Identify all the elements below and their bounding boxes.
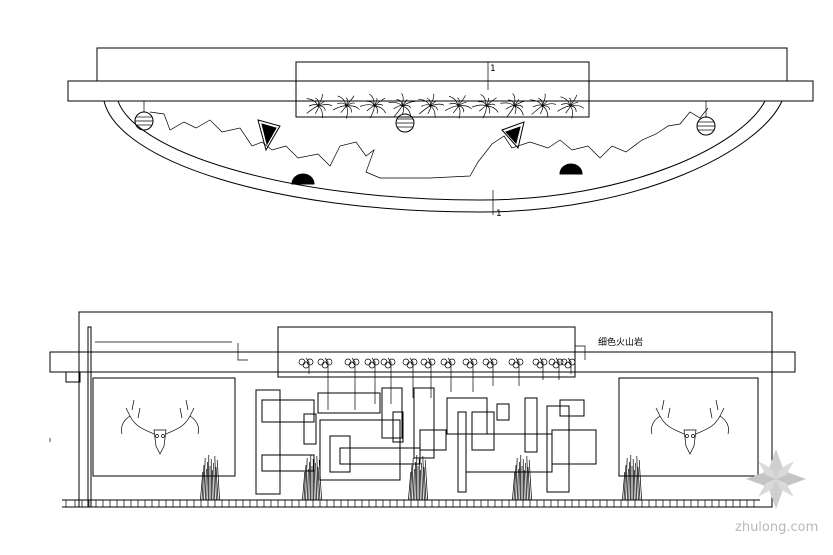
vine: [508, 357, 524, 386]
elevation-planter-box: [277, 326, 576, 378]
vine: [380, 357, 396, 404]
plan-plant-group: [306, 93, 585, 119]
plan-plant: [529, 93, 557, 118]
hanging-vines: [298, 357, 576, 410]
plan-plant: [471, 94, 499, 119]
elevation-view: 细色火山岩: [49, 311, 796, 508]
watermark: zhulong.com: [735, 449, 818, 535]
vine: [420, 357, 436, 398]
grass-tuft: [408, 454, 428, 501]
decorative-blocks: [255, 387, 597, 495]
plan-ledge: [67, 80, 814, 102]
watermark-text: zhulong.com: [735, 520, 818, 535]
elevation-step: [65, 371, 81, 383]
section-marker-bottom: 1: [496, 209, 502, 219]
material-label: 细色火山岩: [598, 336, 643, 348]
plan-plant: [500, 93, 527, 118]
ground-texture: [65, 500, 755, 507]
grass-tuft: [200, 454, 220, 501]
elevation-post: [87, 326, 92, 508]
plan-plant: [306, 93, 333, 119]
ground-light-right: [559, 163, 583, 175]
plan-plant: [332, 95, 360, 119]
spotlight-right: [501, 121, 525, 150]
pond-inner-curve: [117, 100, 766, 201]
watermark-logo-icon: [746, 449, 806, 509]
vine: [317, 357, 333, 410]
plan-planter-box: [295, 61, 590, 118]
grass-tuft: [622, 454, 642, 501]
plan-plant: [359, 93, 386, 119]
elevation-ledge: [49, 351, 796, 373]
vine: [548, 357, 564, 380]
vine: [560, 357, 576, 374]
ground-light-left: [291, 173, 315, 185]
panel-right: [618, 377, 759, 477]
plan-plant: [557, 94, 585, 119]
elevation-wall: [78, 311, 773, 508]
plan-plant: [388, 93, 416, 117]
plan-plant: [418, 93, 445, 118]
vine: [298, 357, 314, 374]
plan-plant: [444, 95, 472, 119]
panel-left: [92, 377, 236, 477]
vine: [344, 357, 360, 410]
grass-tuft: [302, 454, 322, 501]
vine: [440, 357, 456, 392]
grass-tufts: [200, 454, 642, 501]
plan-top-beam: [96, 47, 788, 82]
deer-skull-left: [121, 399, 199, 455]
vine: [364, 357, 380, 404]
vine: [402, 357, 418, 398]
vine: [482, 357, 498, 386]
deer-skull-right: [651, 399, 729, 455]
elevation-bracket: [237, 343, 248, 361]
lamp-center: [395, 113, 415, 133]
lamp-right: [696, 101, 716, 136]
label-leader: [575, 345, 586, 360]
section-marker-top: 1: [490, 64, 496, 74]
vine: [462, 357, 478, 392]
grass-tuft: [512, 454, 532, 501]
rock-outline: [149, 107, 709, 179]
spotlight-left: [257, 119, 281, 152]
plan-view: 1 1: [67, 47, 814, 219]
lamp-left: [134, 101, 154, 131]
pond-outer-curve: [103, 100, 783, 213]
vine: [532, 357, 548, 380]
